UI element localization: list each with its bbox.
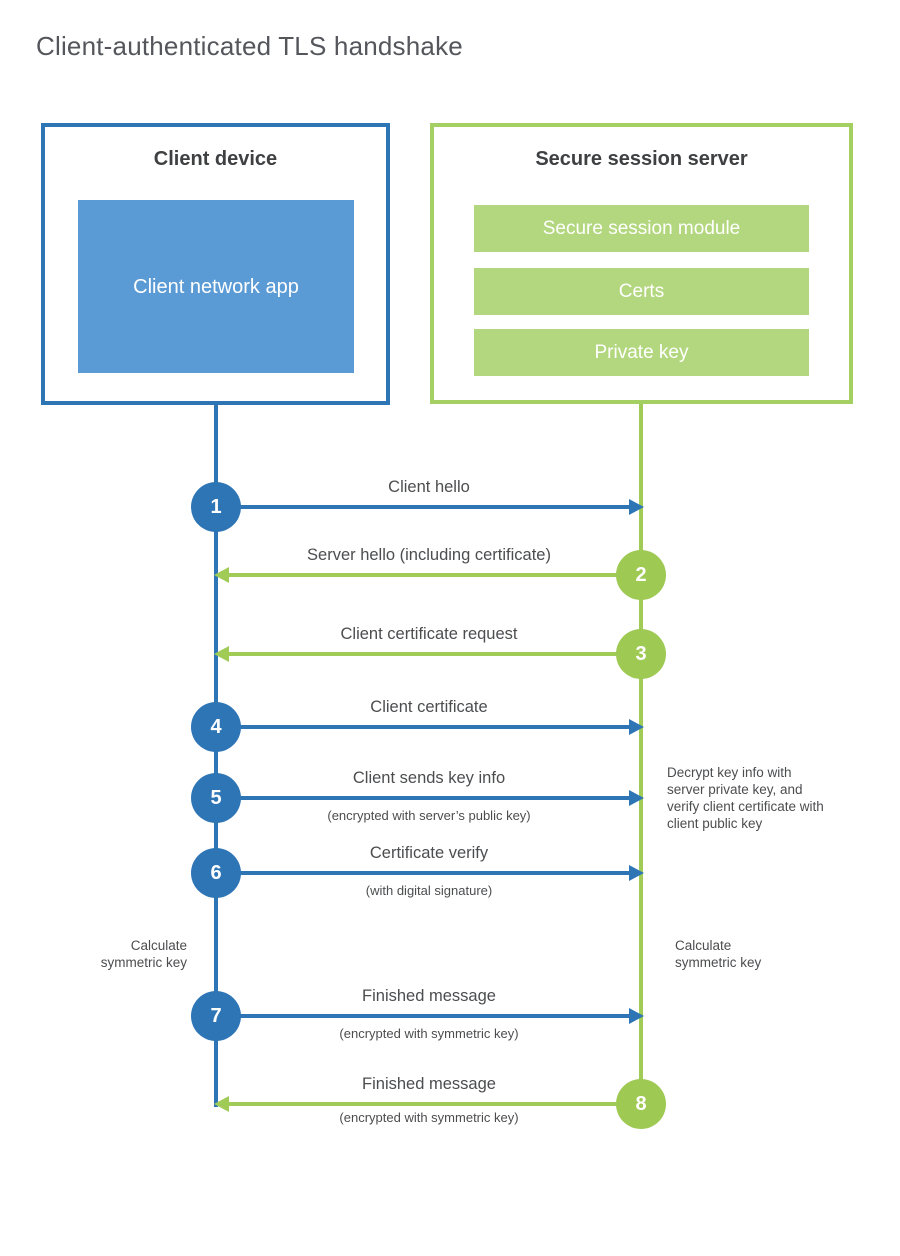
step-2-circle: 2 bbox=[616, 550, 666, 600]
calc-symmetric-key-server-note: Calculate symmetric key bbox=[675, 938, 762, 970]
step-1-label: Client hello bbox=[388, 478, 470, 496]
step-8-circle: 8 bbox=[616, 1079, 666, 1129]
step-2-arrowhead-left-icon bbox=[214, 567, 229, 583]
step-7-sublabel: (encrypted with symmetric key) bbox=[339, 1026, 519, 1041]
step-4-circle: 4 bbox=[191, 702, 241, 752]
step-3-circle: 3 bbox=[616, 629, 666, 679]
step-1-number: 1 bbox=[210, 495, 222, 518]
step-6-number: 6 bbox=[210, 861, 222, 884]
decrypt-note: Decrypt key info with server private key… bbox=[667, 765, 824, 831]
client-device-box: Client device Client network app bbox=[41, 123, 390, 405]
step-2-label: Server hello (including certificate) bbox=[307, 546, 551, 564]
step-7-arrow-line bbox=[216, 1014, 629, 1018]
step-3-label: Client certificate request bbox=[340, 625, 518, 643]
certs-bar: Certs bbox=[474, 268, 809, 315]
step-6-arrowhead-right-icon bbox=[629, 865, 644, 881]
step-5-label: Client sends key info bbox=[352, 769, 506, 787]
step-8-arrowhead-left-icon bbox=[214, 1096, 229, 1112]
page-title: Client-authenticated TLS handshake bbox=[36, 31, 463, 61]
step-3-arrowhead-left-icon bbox=[214, 646, 229, 662]
step-2-arrow-line bbox=[229, 573, 641, 577]
client-network-app-label: Client network app bbox=[133, 275, 299, 298]
step-1-arrow-line bbox=[216, 505, 629, 509]
step-8-sublabel: (encrypted with symmetric key) bbox=[339, 1110, 519, 1125]
client-device-heading: Client device bbox=[153, 148, 278, 170]
step-5-arrow-line bbox=[216, 796, 629, 800]
step-2-number: 2 bbox=[635, 563, 647, 586]
step-6-label: Certificate verify bbox=[369, 844, 489, 862]
step-4-number: 4 bbox=[210, 715, 222, 738]
step-7-number: 7 bbox=[210, 1004, 222, 1027]
step-4-arrow-line bbox=[216, 725, 629, 729]
step-5-circle: 5 bbox=[191, 773, 241, 823]
step-1-circle: 1 bbox=[191, 482, 241, 532]
step-6-arrow-line bbox=[216, 871, 629, 875]
client-network-app-box: Client network app bbox=[78, 200, 354, 373]
calc-symmetric-key-client-note: Calculate symmetric key bbox=[100, 938, 187, 970]
secure-session-module-bar: Secure session module bbox=[474, 205, 809, 252]
step-3-number: 3 bbox=[635, 642, 647, 665]
step-4-label: Client certificate bbox=[370, 698, 488, 716]
step-8-number: 8 bbox=[635, 1092, 647, 1115]
step-1-arrowhead-right-icon bbox=[629, 499, 644, 515]
step-6-circle: 6 bbox=[191, 848, 241, 898]
secure-session-server-box: Secure session server Secure session mod… bbox=[430, 123, 853, 404]
step-3-arrow-line bbox=[229, 652, 641, 656]
step-8-arrow-line bbox=[229, 1102, 641, 1106]
client-lifeline bbox=[214, 405, 218, 1107]
step-7-circle: 7 bbox=[191, 991, 241, 1041]
step-5-arrowhead-right-icon bbox=[629, 790, 644, 806]
step-4-arrowhead-right-icon bbox=[629, 719, 644, 735]
step-7-arrowhead-right-icon bbox=[629, 1008, 644, 1024]
step-7-label: Finished message bbox=[362, 987, 496, 1005]
secure-session-server-heading: Secure session server bbox=[535, 148, 748, 170]
server-lifeline bbox=[639, 404, 643, 1104]
step-8-label: Finished message bbox=[362, 1075, 496, 1093]
step-5-number: 5 bbox=[210, 786, 222, 809]
step-6-sublabel: (with digital signature) bbox=[365, 883, 493, 898]
private-key-bar: Private key bbox=[474, 329, 809, 376]
step-5-sublabel: (encrypted with server’s public key) bbox=[327, 808, 531, 823]
